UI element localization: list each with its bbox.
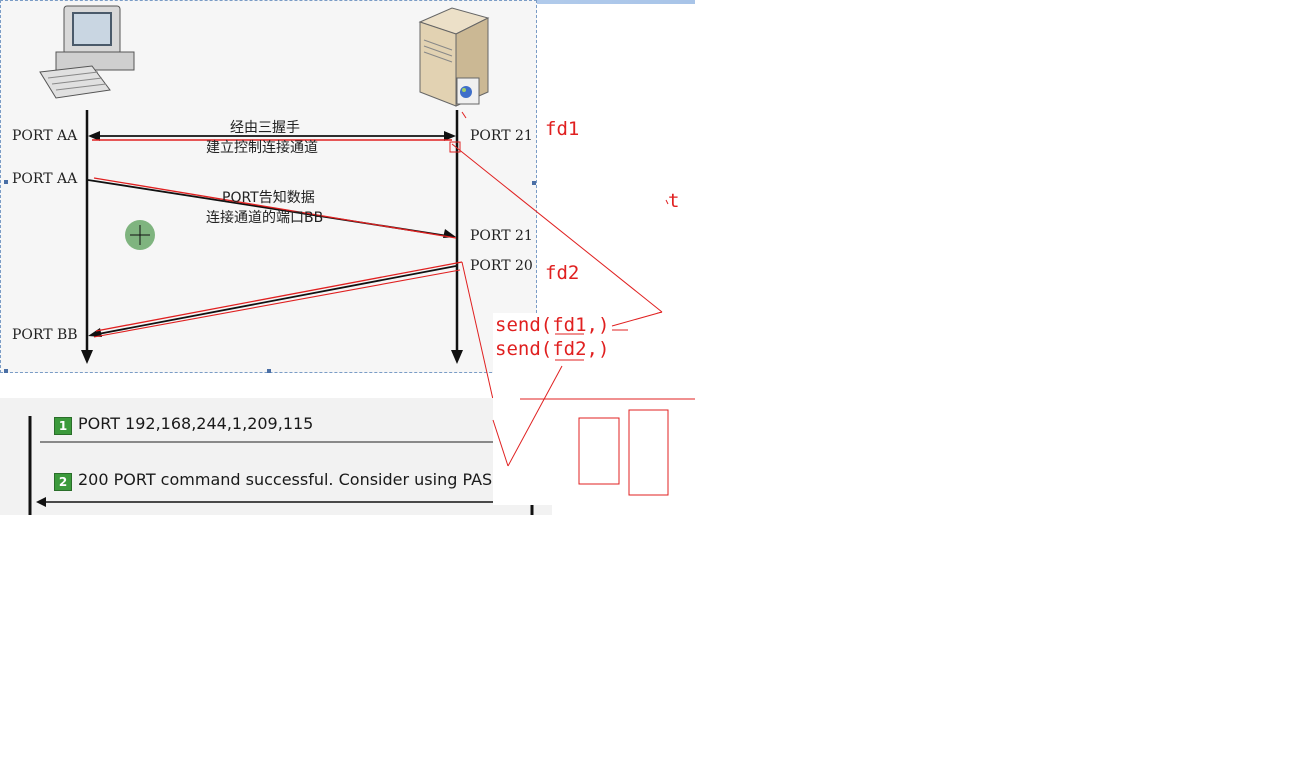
resize-handle[interactable] (4, 180, 8, 184)
server-port-label: PORT 21 (470, 228, 533, 244)
send-fd1-annotation: send(fd1,) (495, 314, 610, 336)
port-command-text: PORT 192,168,244,1,209,115 (78, 414, 314, 433)
handshake-caption: 经由三握手 (230, 120, 300, 136)
fd1-annotation: fd1 (545, 118, 580, 140)
data-connection-arrow (88, 261, 463, 338)
resize-handle[interactable] (4, 369, 8, 373)
send-fd2-annotation: send(fd2,) (495, 338, 610, 360)
t-annotation: t (668, 190, 680, 212)
ftp-log-step-1: 1 PORT 192,168,244,1,209,115 (54, 414, 313, 435)
move-cursor-icon (125, 220, 155, 250)
server-icon (418, 7, 490, 107)
ftp-log-panel (0, 398, 552, 515)
client-port-label: PORT AA (12, 128, 78, 144)
fd2-annotation: fd2 (545, 262, 580, 284)
server-port-label: PORT 21 (470, 128, 533, 144)
port-response-text: 200 PORT command successful. Consider us… (78, 470, 493, 489)
server-lifeline (451, 110, 463, 364)
client-computer-icon (39, 5, 135, 99)
step-number-badge: 2 (54, 473, 72, 491)
data-channel-port-caption: 连接通道的端口BB (206, 210, 324, 226)
ftp-log-step-2: 2 200 PORT command successful. Consider u… (54, 470, 494, 491)
port-command-arrow (87, 177, 457, 239)
resize-handle[interactable] (267, 369, 271, 373)
port-notify-caption: PORT告知数据 (222, 190, 315, 206)
client-port-label: PORT BB (12, 327, 78, 343)
client-port-label: PORT AA (12, 171, 78, 187)
server-port-label: PORT 20 (470, 258, 533, 274)
control-connection-arrow (88, 131, 456, 141)
step-number-badge: 1 (54, 417, 72, 435)
control-channel-caption: 建立控制连接通道 (206, 140, 318, 156)
client-lifeline (81, 110, 93, 364)
resize-handle[interactable] (532, 181, 536, 185)
